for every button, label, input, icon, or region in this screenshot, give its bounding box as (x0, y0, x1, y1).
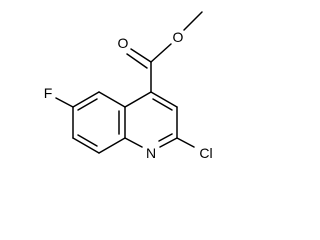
bond-c4-c3 (150, 91, 178, 108)
bond-c4a-c4 (124, 91, 152, 108)
bond-c5-c6-inner (77, 98, 98, 111)
bond-c5-c6 (72, 91, 100, 108)
bond-c4-c3-inner (152, 98, 173, 111)
atom-label-ester-oxygen: O (173, 29, 184, 45)
bond-methyl-o (183, 11, 203, 31)
bond-c2-n-inner (158, 133, 173, 142)
bond-n-c8a (124, 137, 143, 148)
bond-o-carbonyl-c (150, 43, 172, 63)
structure-canvas: O O F N Cl (44, 11, 213, 161)
bond-carbonyl-double-a (130, 48, 152, 63)
bond-c7-c8 (72, 137, 100, 154)
atom-label-carbonyl-oxygen: O (118, 35, 129, 51)
bond-c8-c8a (98, 137, 126, 154)
atom-label-fluorine: F (44, 85, 53, 101)
molecule-drawing: O O F N Cl (44, 11, 213, 161)
bond-c2-n (159, 137, 178, 148)
bond-c7-c8-inner (77, 134, 98, 147)
atom-label-chlorine: Cl (199, 145, 212, 161)
bond-c6-f (55, 97, 74, 108)
atom-label-nitrogen: N (146, 145, 156, 161)
bond-c2-cl (176, 137, 195, 148)
bond-c4a-c5 (98, 91, 126, 108)
bond-carbonyl-double-b (126, 53, 148, 69)
